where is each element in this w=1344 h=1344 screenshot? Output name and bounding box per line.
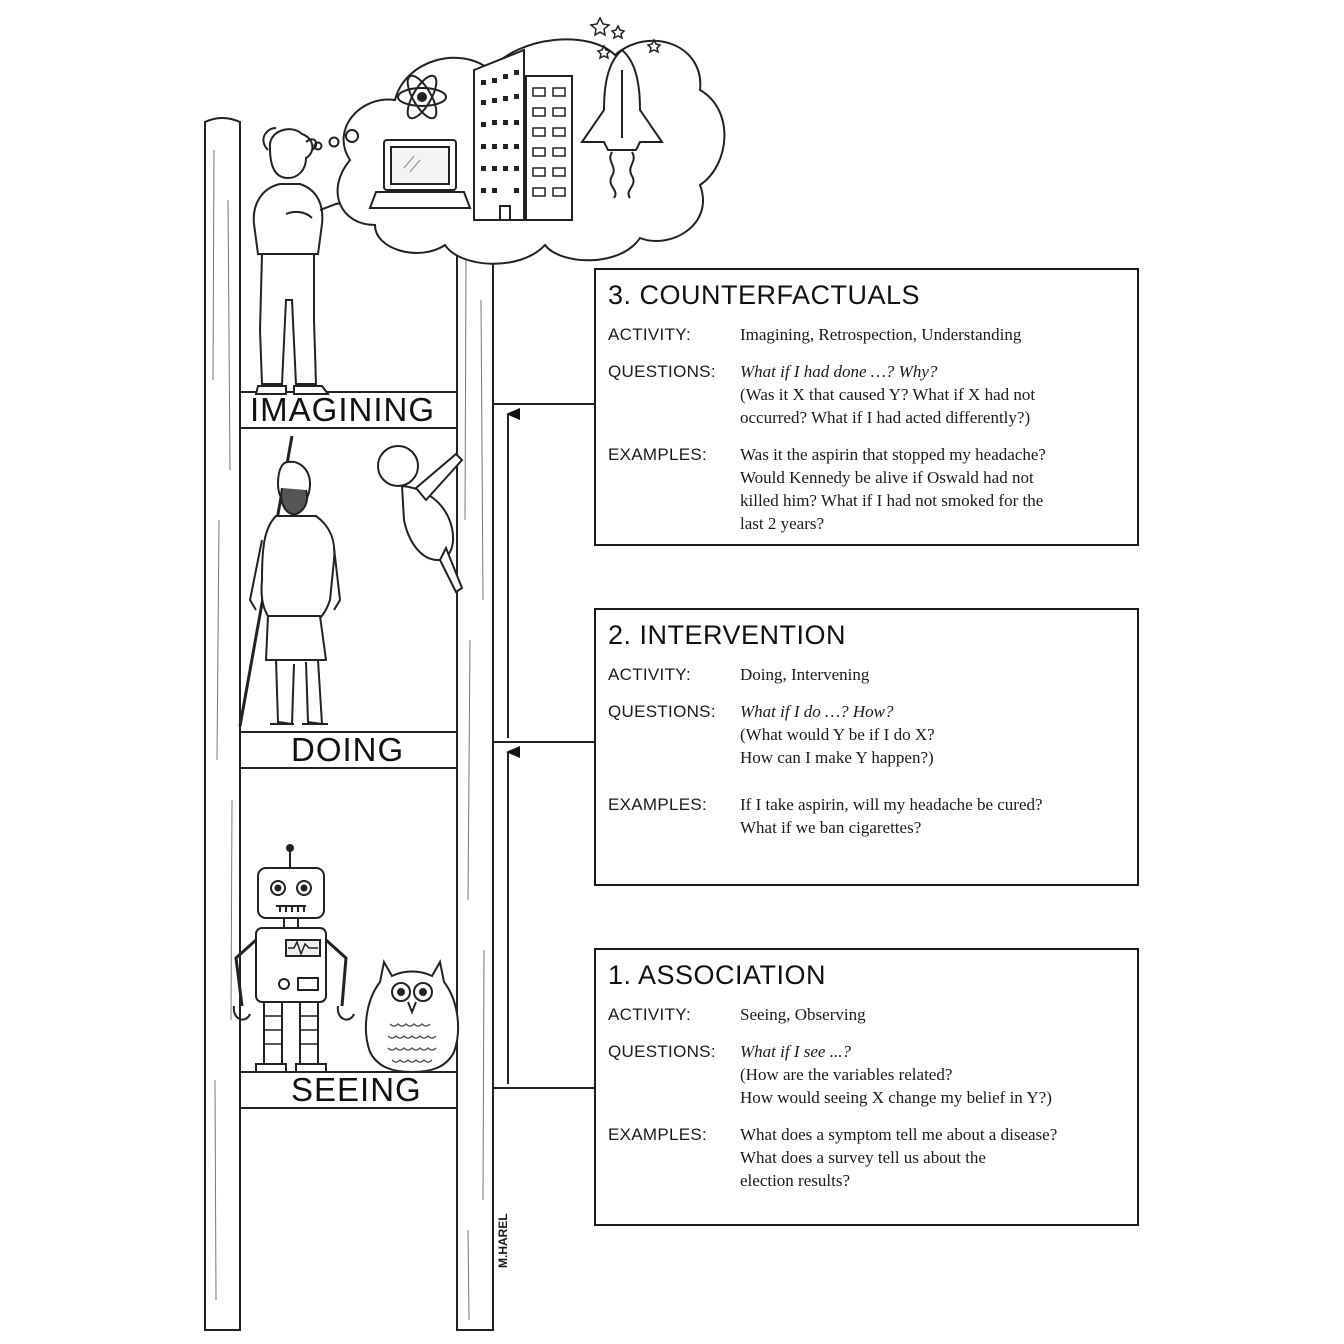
- question-italic: What if I do …? How?: [740, 700, 1123, 723]
- example-line: election results?: [740, 1169, 1123, 1192]
- question-italic: What if I had done …? Why?: [740, 360, 1123, 383]
- examples-label: EXAMPLES:: [608, 1123, 740, 1192]
- question-line: occurred? What if I had acted differentl…: [740, 406, 1123, 429]
- activity-text: Imagining, Retrospection, Understanding: [740, 323, 1123, 346]
- activity-text: Seeing, Observing: [740, 1003, 1123, 1026]
- questions-label: QUESTIONS:: [608, 700, 740, 769]
- example-line: killed him? What if I had not smoked for…: [740, 489, 1123, 512]
- rung-label-seeing: SEEING: [291, 1071, 422, 1109]
- building-icon: [474, 50, 572, 220]
- level-title: 2. INTERVENTION: [608, 620, 1123, 651]
- connectors: [493, 404, 594, 1088]
- activity-label: ACTIVITY:: [608, 663, 740, 686]
- laptop-icon: [370, 140, 470, 208]
- example-line: What does a symptom tell me about a dise…: [740, 1123, 1123, 1146]
- question-line: How can I make Y happen?): [740, 746, 1123, 769]
- examples-label: EXAMPLES:: [608, 793, 740, 839]
- question-line: How would seeing X change my belief in Y…: [740, 1086, 1123, 1109]
- artist-signature: M.HAREL: [496, 1198, 510, 1268]
- level-association-box: 1. ASSOCIATION ACTIVITY: Seeing, Observi…: [594, 948, 1139, 1226]
- baby-figure-icon: [378, 446, 462, 592]
- example-line: Was it the aspirin that stopped my heada…: [740, 443, 1123, 466]
- level-title: 1. ASSOCIATION: [608, 960, 1123, 991]
- example-line: What does a survey tell us about the: [740, 1146, 1123, 1169]
- question-line: (What would Y be if I do X?: [740, 723, 1123, 746]
- questions-label: QUESTIONS:: [608, 1040, 740, 1109]
- caveman-figure-icon: [240, 436, 340, 726]
- question-line: (Was it X that caused Y? What if X had n…: [740, 383, 1123, 406]
- examples-label: EXAMPLES:: [608, 443, 740, 535]
- example-line: If I take aspirin, will my headache be c…: [740, 793, 1123, 816]
- example-line: What if we ban cigarettes?: [740, 816, 1123, 839]
- level-intervention-box: 2. INTERVENTION ACTIVITY: Doing, Interve…: [594, 608, 1139, 886]
- example-line: last 2 years?: [740, 512, 1123, 535]
- activity-label: ACTIVITY:: [608, 323, 740, 346]
- robot-figure-icon: [234, 845, 354, 1072]
- level-counterfactuals-box: 3. COUNTERFACTUALS ACTIVITY: Imagining, …: [594, 268, 1139, 546]
- activity-label: ACTIVITY:: [608, 1003, 740, 1026]
- activity-text: Doing, Intervening: [740, 663, 1123, 686]
- question-italic: What if I see ...?: [740, 1040, 1123, 1063]
- questions-label: QUESTIONS:: [608, 360, 740, 429]
- ladder-poles: [205, 118, 493, 1330]
- rung-label-imagining: IMAGINING: [250, 391, 435, 429]
- level-title: 3. COUNTERFACTUALS: [608, 280, 1123, 311]
- rung-label-doing: DOING: [291, 731, 404, 769]
- example-line: Would Kennedy be alive if Oswald had not: [740, 466, 1123, 489]
- question-line: (How are the variables related?: [740, 1063, 1123, 1086]
- owl-icon: [366, 962, 458, 1072]
- man-figure-icon: [254, 128, 340, 394]
